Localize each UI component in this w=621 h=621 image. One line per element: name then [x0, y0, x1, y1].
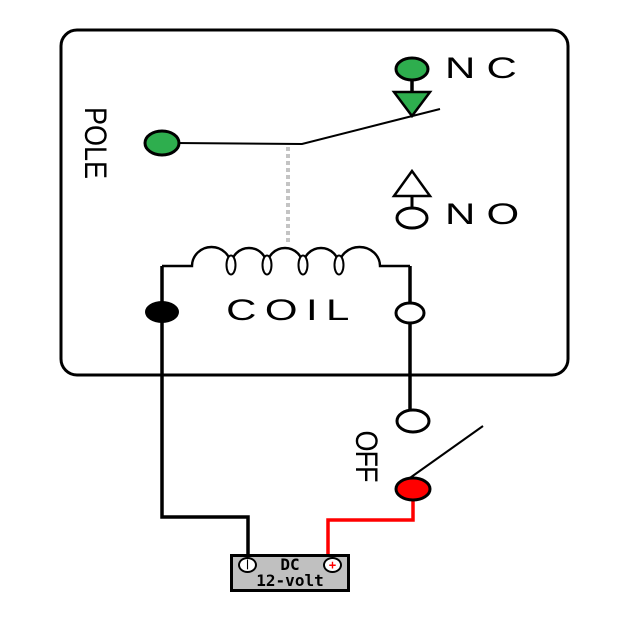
coil-loop-4	[333, 254, 345, 276]
negative-supply-wire	[160, 266, 250, 558]
nc-terminal	[394, 56, 430, 82]
battery-top-row: | DC +	[233, 557, 347, 573]
nc-label: NC	[445, 52, 529, 85]
switch-upper-terminal	[395, 408, 431, 434]
coil-loop-2	[261, 254, 273, 276]
battery-type-label: DC	[280, 555, 300, 574]
coil-loop-3	[297, 254, 309, 276]
no-terminal	[395, 206, 429, 230]
battery-bottom-row: 12-volt	[256, 573, 323, 589]
battery-box: | DC + 12-volt	[230, 554, 350, 592]
nc-contact-triangle	[391, 90, 433, 119]
relay-body-outline	[59, 28, 570, 377]
positive-terminal-icon: +	[322, 557, 342, 573]
battery-voltage-label: 12-volt	[256, 571, 324, 590]
coil-label: COIL	[226, 294, 358, 327]
pole-terminal	[143, 129, 181, 157]
off-switch-label: OFF	[349, 430, 384, 482]
no-label: NO	[445, 198, 531, 231]
coil-loop-1	[225, 254, 237, 276]
pole-switch-arm	[174, 108, 441, 146]
coil-right-terminal	[394, 301, 426, 325]
coil-winding	[162, 245, 410, 268]
off-switch-arm	[406, 425, 484, 481]
off-switch-terminal	[394, 476, 432, 502]
negative-terminal-icon: |	[238, 557, 257, 573]
positive-supply-wire	[326, 496, 415, 558]
coil-left-terminal	[145, 301, 179, 323]
pole-label: POLE	[78, 106, 113, 180]
